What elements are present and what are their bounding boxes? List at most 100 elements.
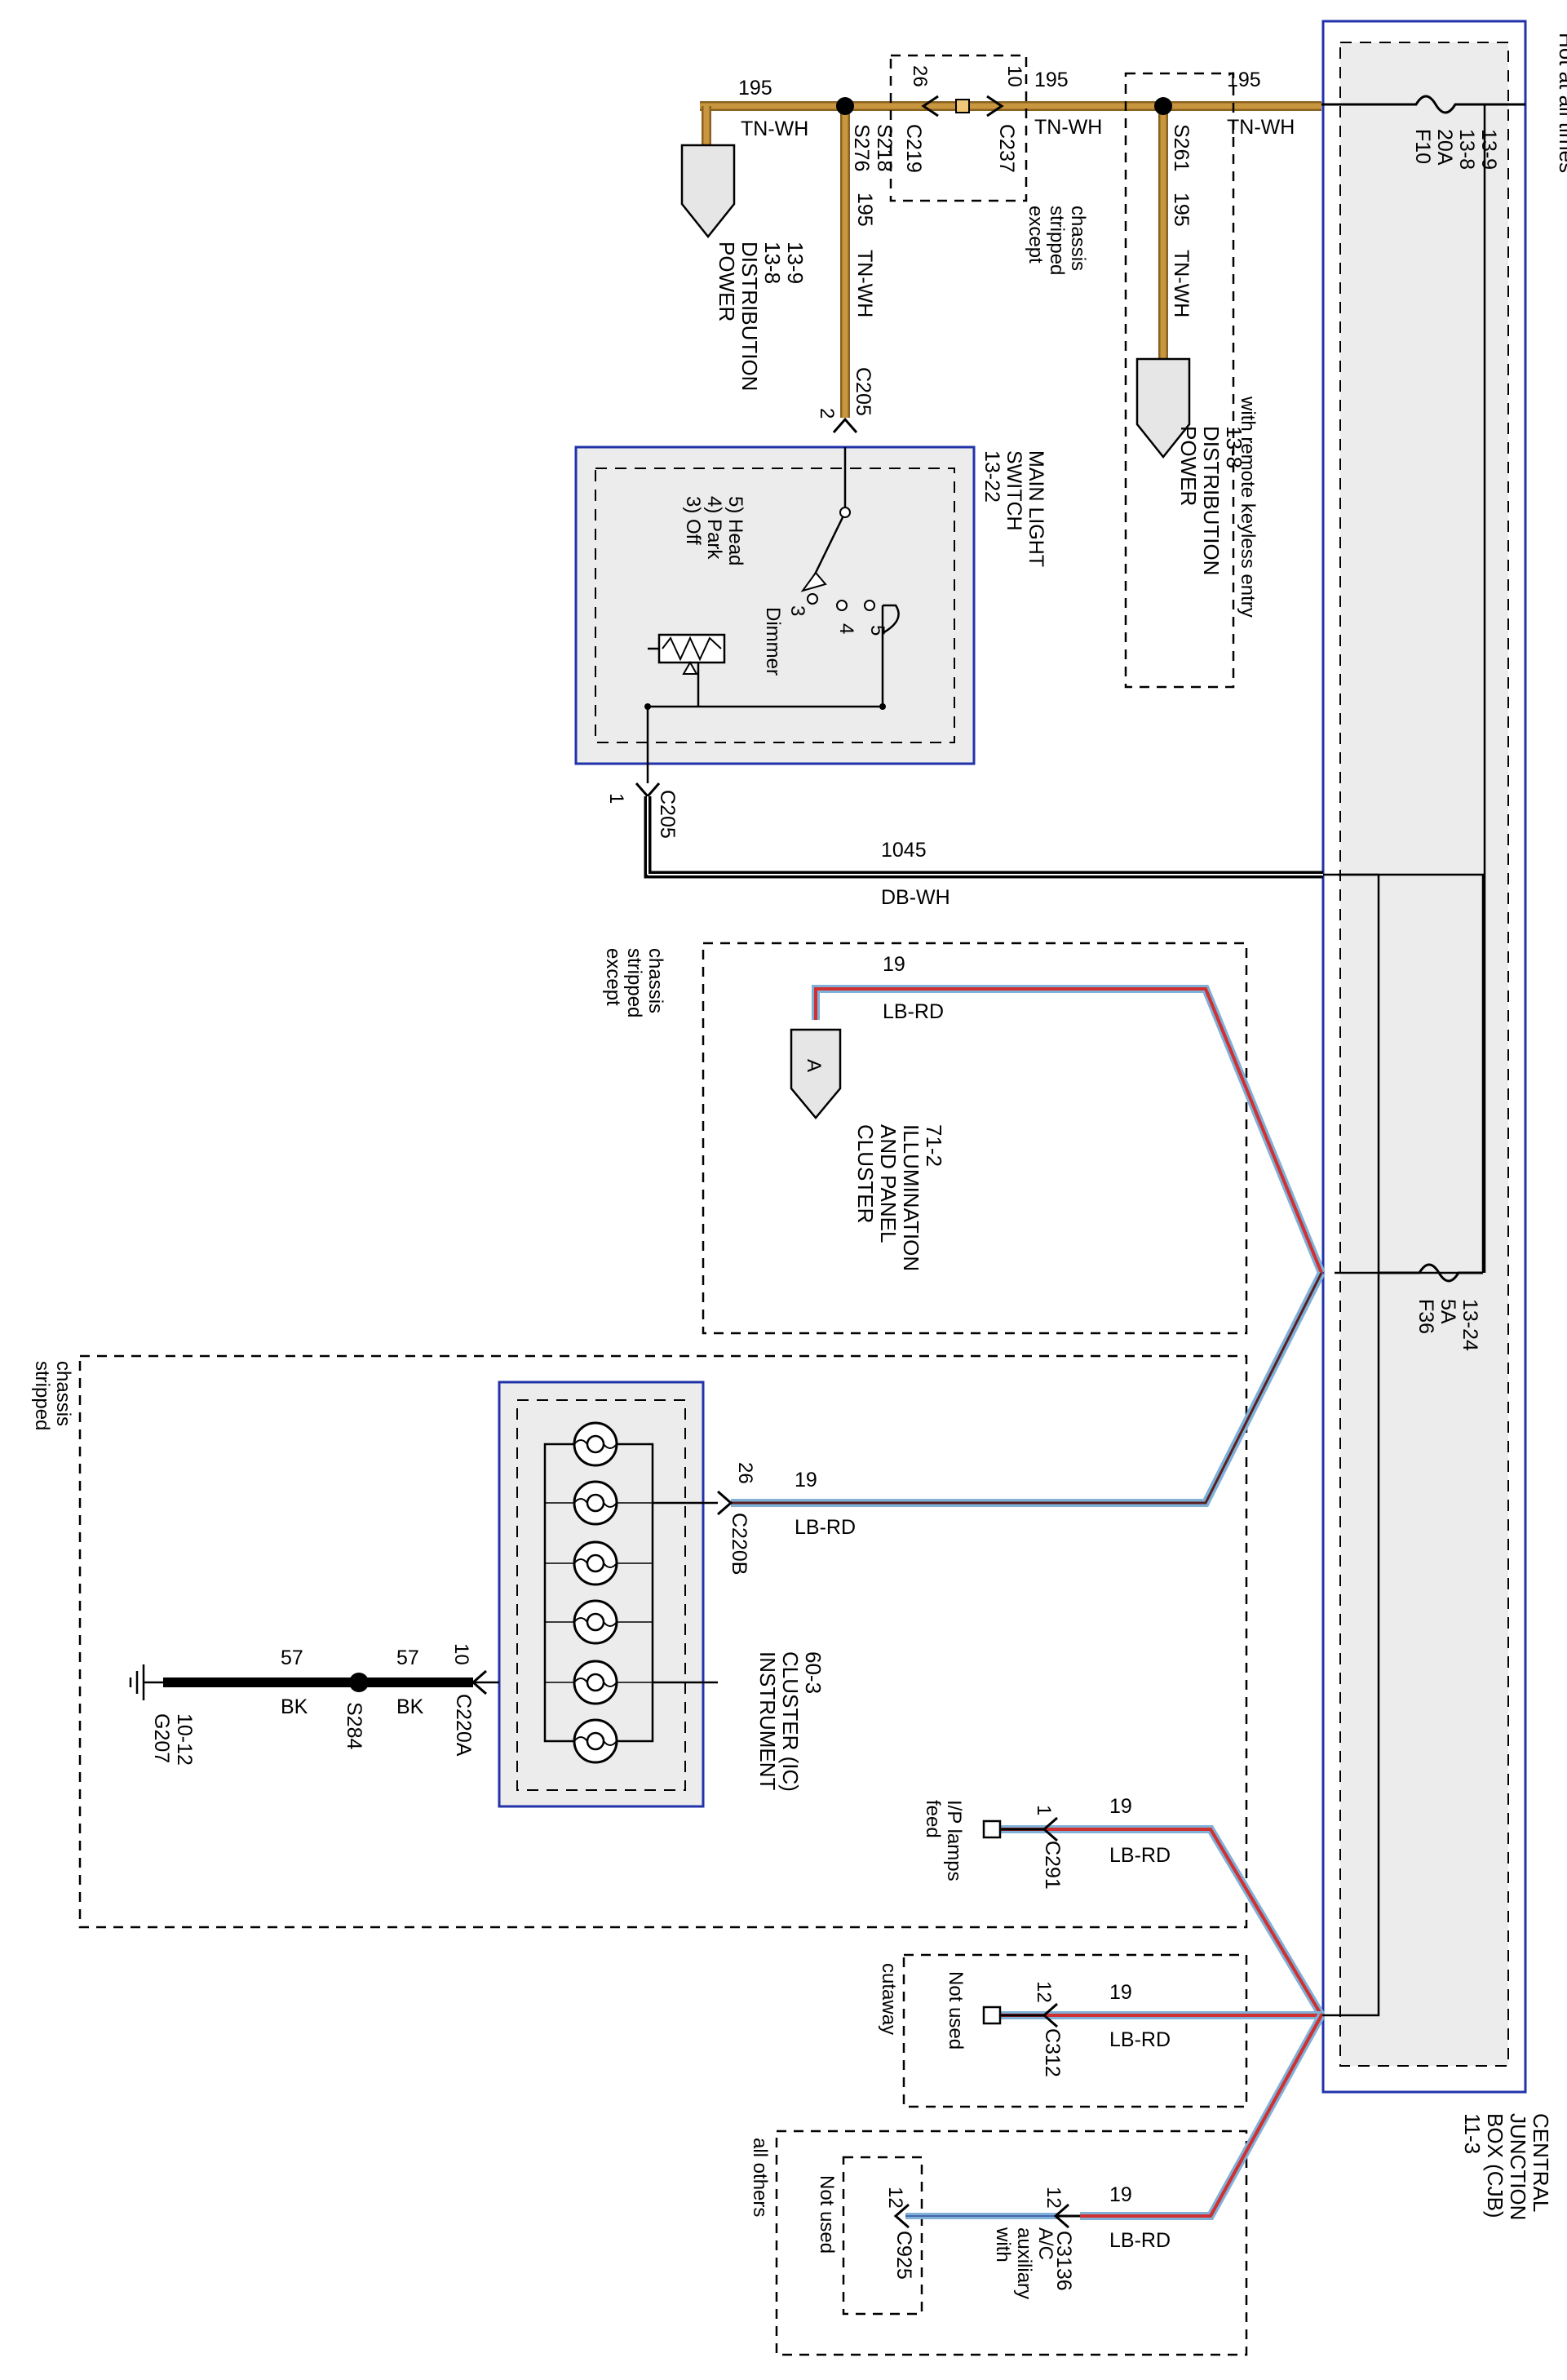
fuse-f36-name: F36 xyxy=(1414,1299,1437,1334)
connector-c3136-symbol xyxy=(1053,2203,1080,2229)
wire-195-label-left: 195 xyxy=(738,77,772,100)
circuit-19-cluster-ill: except stripped chassis 19 LB-RD A CLUST… xyxy=(602,942,1326,1335)
wire-195-rke-color: TN-WH xyxy=(1170,250,1193,317)
connector-c3136-pin: 12 xyxy=(1042,2187,1065,2209)
splice-s284-label: S284 xyxy=(343,1702,365,1749)
ip-lamps-label-1: I/P lamps xyxy=(943,1800,965,1881)
wire-19-cutaway-color: LB-RD xyxy=(1109,2028,1171,2051)
fuse-f36-ref1: 13-24 xyxy=(1459,1299,1481,1351)
connector-c291-pin: 1 xyxy=(1033,1805,1055,1815)
connector-c237-pin: 10 xyxy=(1003,65,1025,87)
connector-c219-c237: 26 10 C219 C237 except stripped chassis xyxy=(889,54,1089,275)
wire-19-aux-circuit: 19 xyxy=(1109,2183,1132,2206)
wire-19-aux xyxy=(905,2013,1326,2220)
bulb-icon-6 xyxy=(573,1718,618,1764)
hot-at-all-times-label: Hot at all times xyxy=(1555,33,1567,173)
instrument-cluster-inner xyxy=(516,1399,686,1791)
connector-c925-pin: 12 xyxy=(884,2187,906,2209)
cutaway-terminal xyxy=(982,2005,1002,2025)
connector-c312-pin: 12 xyxy=(1033,1981,1055,2003)
cjb-internal-f36-feed xyxy=(1323,873,1486,1273)
switch-contact-4 xyxy=(836,600,848,611)
pd-left-line2: DISTRIBUTION xyxy=(737,242,762,391)
main-light-switch-outline xyxy=(574,445,976,765)
fuse-f36-rating: 5A xyxy=(1436,1299,1459,1324)
fuse-f10-name: F10 xyxy=(1411,129,1434,164)
fuse-f36-symbol xyxy=(1379,1263,1483,1283)
cluster-illumination-tag: A CLUSTER AND PANEL ILLUMINATION 71-2 xyxy=(790,1028,946,1271)
all-others-label: all others xyxy=(749,2138,771,2217)
wire-dbwh-label: DB-WH xyxy=(881,886,950,909)
wire-19-ip-color: LB-RD xyxy=(1109,1844,1171,1867)
cjb-title-2: JUNCTION xyxy=(1506,2113,1530,2220)
connector-c205-top-label: C205 xyxy=(852,367,874,416)
ic-title-2: CLUSTER (IC) xyxy=(778,1651,803,1792)
pd-left-line1: POWER xyxy=(715,242,739,321)
splice-s261-label: S261 xyxy=(1170,124,1193,171)
wire-19-cluster-circuit: 19 xyxy=(883,953,905,976)
pd-left-ref2: 13-9 xyxy=(783,242,808,284)
wire-19-cluster xyxy=(812,985,1326,1274)
central-junction-box: Hot at all times CENTRAL JUNCTION BOX (C… xyxy=(1321,20,1567,2220)
wire-19-aux-color: LB-RD xyxy=(1109,2229,1171,2252)
cjb-title-3: BOX (CJB) xyxy=(1483,2113,1507,2218)
cutaway-box xyxy=(902,1953,1248,2108)
wire-57-color-left: BK xyxy=(281,1695,308,1718)
main-light-switch-ref: 13-22 xyxy=(980,450,1003,503)
fuse-f10-symbol xyxy=(1321,95,1525,114)
cjb-outline xyxy=(1321,20,1527,2094)
power-distribution-left: POWER DISTRIBUTION 13-8 13-9 xyxy=(680,144,808,391)
connector-c291-label: C291 xyxy=(1041,1841,1064,1890)
bulb-icon-5 xyxy=(573,1660,618,1705)
wire-195-label-right: 195 xyxy=(1227,69,1261,91)
connector-c220a-pin: 10 xyxy=(450,1643,472,1665)
fuse-f10-ref1: 13-8 xyxy=(1455,129,1478,170)
connector-c925-symbol xyxy=(893,2203,910,2229)
ground-g207-ref: 10-12 xyxy=(173,1713,196,1766)
connector-c220b-symbol xyxy=(717,1490,733,1516)
with-aux-ac-3: A/C xyxy=(1034,2227,1056,2260)
ground-g207-label: G207 xyxy=(150,1713,173,1763)
switch-arrow-icon xyxy=(800,571,827,592)
connector-c237-label: C237 xyxy=(995,124,1018,173)
bulb-icon-1 xyxy=(573,1421,618,1467)
not-used-c925: Not used xyxy=(816,2175,838,2254)
connector-c219-pin: 26 xyxy=(909,65,931,87)
except-stripped-mid-2: stripped xyxy=(623,948,645,1017)
ic-bulb-bus xyxy=(543,1443,718,1743)
connector-c312-label: C312 xyxy=(1041,2028,1064,2077)
switch-legend-off: 3) Off xyxy=(682,496,704,545)
connector-c3136-label: C3136 xyxy=(1052,2231,1075,2291)
bulb-icon-4 xyxy=(573,1599,618,1645)
cluster-ill-ref: 71-2 xyxy=(922,1124,946,1167)
all-others-box xyxy=(775,2130,1248,2356)
cluster-ill-line2: AND PANEL xyxy=(876,1124,901,1243)
wire-195-vert-circuit: 195 xyxy=(853,193,876,227)
ic-title-1: INSTRUMENT xyxy=(755,1651,780,1791)
cjb-title-1: CENTRAL xyxy=(1529,2113,1553,2212)
connector-c205-pin1: 1 xyxy=(605,793,627,804)
pd-left-ref1: 13-8 xyxy=(760,242,785,284)
bulb-icon-3 xyxy=(573,1540,618,1586)
ip-lamps-label-2: feed xyxy=(922,1800,944,1838)
except-stripped-top-2: stripped xyxy=(1046,206,1068,275)
switch-legend-head: 5) Head xyxy=(724,496,746,565)
circuit-1045: C205 1 1045 DB-WH xyxy=(605,782,1323,909)
wire-195-rke-circuit: 195 xyxy=(1170,193,1193,227)
connector-c205-bottom-label: C205 xyxy=(656,790,679,839)
ground-icon xyxy=(129,1664,163,1700)
with-aux-ac-2: auxiliary xyxy=(1013,2227,1035,2299)
cutaway-label: cutaway xyxy=(878,1963,900,2035)
connector-c219-label: C219 xyxy=(902,124,925,173)
connector-c925-label: C925 xyxy=(892,2231,915,2280)
connector-c220b-label: C220B xyxy=(728,1513,750,1575)
cjb-ref: 11-3 xyxy=(1460,2113,1485,2154)
pd-rke-ref1: 13-8 xyxy=(1222,426,1246,468)
ip-lamps-terminal xyxy=(982,1819,1002,1839)
wire-tnwh-label-mid: TN-WH xyxy=(1034,116,1102,139)
cjb-inner xyxy=(1339,42,1509,2067)
except-stripped-top-1: except xyxy=(1025,206,1047,264)
c925-box xyxy=(842,2156,923,2316)
wire-19-cutaway-circuit: 19 xyxy=(1109,1981,1132,2004)
wire-19-ic-circuit: 19 xyxy=(795,1469,817,1491)
